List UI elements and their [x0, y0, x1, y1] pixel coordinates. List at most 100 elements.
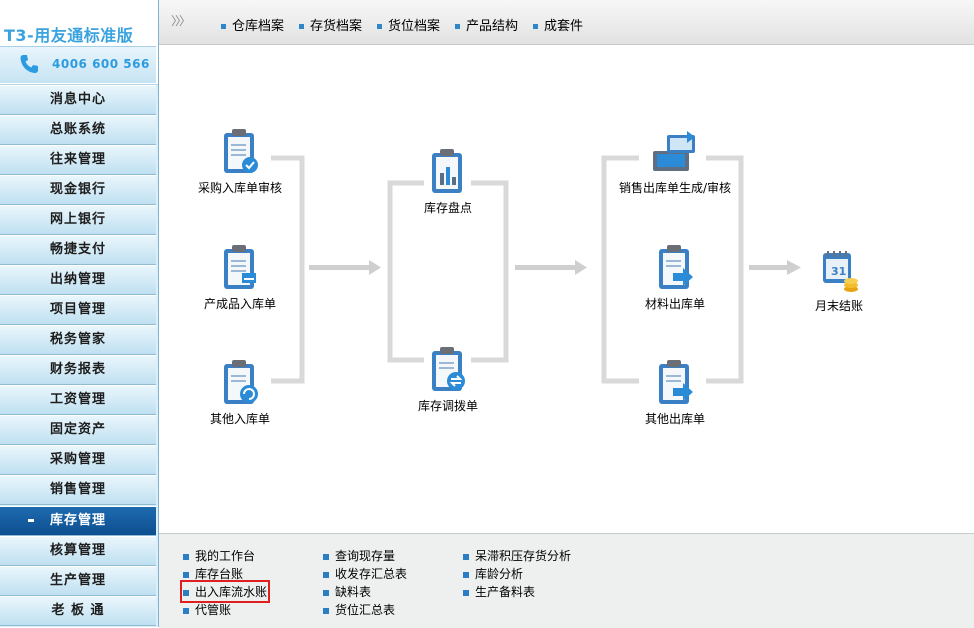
sidebar-item-label: 固定资产 [49, 422, 106, 437]
link-label: 库存台账 [195, 567, 244, 581]
toolbar-location-file[interactable]: 货位档案 [377, 15, 440, 34]
sidebar-item-purchase[interactable]: 采购管理 [0, 445, 156, 475]
sidebar-item-payment[interactable]: 畅捷支付 [0, 235, 156, 265]
active-marker-icon [28, 519, 34, 522]
clipboard-check-icon [224, 129, 258, 173]
link-query-onhand[interactable]: 查询现存量 [323, 547, 395, 564]
sidebar-item-inventory[interactable]: 库存管理 [0, 506, 156, 536]
clipboard-arrow-icon [659, 360, 693, 404]
toolbar-label: 货位档案 [388, 19, 441, 34]
flow-purchase-in[interactable]: 采购入库单审核 [175, 127, 305, 196]
flow-stocktake[interactable]: 库存盘点 [383, 147, 513, 216]
toolbar-kit[interactable]: 成套件 [533, 15, 583, 34]
sidebar-item-label: 畅捷支付 [49, 242, 106, 257]
sidebar-item-label: 财务报表 [49, 362, 106, 377]
bullet-icon [323, 553, 329, 560]
bullet-icon [183, 607, 189, 614]
sidebar-item-label: 税务管家 [49, 332, 106, 347]
sidebar-item-sales[interactable]: 销售管理 [0, 475, 156, 505]
flow-other-out[interactable]: 其他出库单 [610, 358, 740, 427]
link-label: 库龄分析 [475, 567, 524, 581]
sidebar-item-tax[interactable]: 税务管家 [0, 325, 156, 355]
clipboard-refresh-icon [224, 360, 258, 404]
flow-label: 采购入库单审核 [197, 181, 282, 195]
flow-product-in[interactable]: 产成品入库单 [175, 243, 305, 312]
sidebar-item-label: 现金银行 [49, 182, 106, 197]
bullet-icon [533, 24, 538, 29]
clipboard-product-icon [224, 245, 256, 289]
sidebar-item-label: 工资管理 [49, 392, 106, 407]
flow-sales-out[interactable]: 销售出库单生成/审核 [610, 127, 740, 196]
sidebar-item-ledger[interactable]: 总账系统 [0, 115, 156, 145]
flow-month-end[interactable]: 31 月末结账 [774, 245, 904, 314]
link-label: 呆滞积压存货分析 [475, 549, 572, 563]
link-inout-journal[interactable]: 出入库流水账 [179, 580, 271, 603]
sidebar-item-projects[interactable]: 项目管理 [0, 295, 156, 325]
link-consignment-ledger[interactable]: 代管账 [183, 601, 231, 618]
link-label: 查询现存量 [335, 549, 396, 563]
bullet-icon [323, 589, 329, 596]
link-material-prep[interactable]: 生产备料表 [463, 583, 535, 600]
sidebar-item-cash-bank[interactable]: 现金银行 [0, 175, 156, 205]
toolbar-label: 仓库档案 [232, 19, 285, 34]
sidebar-item-assets[interactable]: 固定资产 [0, 415, 156, 445]
flow-label: 产成品入库单 [203, 297, 276, 311]
flow-other-in[interactable]: 其他入库单 [175, 358, 305, 427]
toolbar-stock-file[interactable]: 存货档案 [299, 15, 362, 34]
brand-panel: T3-用友通标准版 4006 600 566 [0, 0, 158, 85]
link-label: 代管账 [195, 603, 232, 617]
flow-label: 其他入库单 [209, 412, 270, 426]
clipboard-transfer-icon [432, 347, 465, 391]
bullet-icon [183, 571, 189, 578]
sidebar-item-reports[interactable]: 财务报表 [0, 355, 156, 385]
sidebar-item-label: 网上银行 [49, 212, 106, 227]
sidebar-item-label: 核算管理 [49, 543, 106, 558]
sidebar-item-online-bank[interactable]: 网上银行 [0, 205, 156, 235]
sidebar: T3-用友通标准版 4006 600 566 消息中心 总账系统 往来管理 现金… [0, 0, 159, 627]
flow-label: 销售出库单生成/审核 [618, 181, 732, 195]
bullet-icon [463, 589, 469, 596]
link-slow-moving[interactable]: 呆滞积压存货分析 [463, 547, 571, 564]
link-label: 缺料表 [335, 585, 372, 599]
flow-label: 月末结账 [814, 299, 863, 313]
flow-transfer[interactable]: 库存调拨单 [383, 345, 513, 414]
sidebar-item-label: 老 板 通 [51, 603, 105, 618]
link-label: 货位汇总表 [335, 603, 396, 617]
quick-links-panel: 我的工作台 库存台账 出入库流水账 代管账 查询现存量 收发存汇总表 缺料表 货… [159, 533, 974, 628]
sidebar-item-cashier[interactable]: 出纳管理 [0, 265, 156, 295]
link-stock-ledger[interactable]: 库存台账 [183, 565, 243, 582]
link-inout-summary[interactable]: 收发存汇总表 [323, 565, 407, 582]
link-label: 收发存汇总表 [335, 567, 408, 581]
link-location-summary[interactable]: 货位汇总表 [323, 601, 395, 618]
collapse-chevron-icon[interactable]: 〉〉〉 [171, 14, 191, 28]
svg-text:31: 31 [831, 265, 846, 278]
sidebar-item-receivables[interactable]: 往来管理 [0, 145, 156, 175]
computer-stack-icon [653, 131, 695, 171]
link-shortage[interactable]: 缺料表 [323, 583, 371, 600]
link-aging[interactable]: 库龄分析 [463, 565, 523, 582]
toolbar-label: 产品结构 [466, 19, 519, 34]
sidebar-item-label: 生产管理 [49, 573, 106, 588]
flow-material-out[interactable]: 材料出库单 [610, 243, 740, 312]
hotline-number: 4006 600 566 [52, 57, 150, 71]
sidebar-item-costing[interactable]: 核算管理 [0, 536, 156, 566]
sidebar-item-label: 销售管理 [49, 482, 106, 497]
phone-icon [20, 55, 38, 73]
bullet-icon [299, 24, 304, 29]
brand-title: T3-用友通标准版 [4, 26, 134, 45]
sidebar-item-messages[interactable]: 消息中心 [0, 85, 156, 115]
sidebar-item-payroll[interactable]: 工资管理 [0, 385, 156, 415]
clipboard-arrow-icon [659, 245, 693, 289]
toolbar-label: 存货档案 [310, 19, 363, 34]
link-label: 生产备料表 [475, 585, 536, 599]
hotline-bar: 4006 600 566 [0, 46, 156, 83]
toolbar-warehouse-file[interactable]: 仓库档案 [221, 15, 284, 34]
sidebar-item-boss[interactable]: 老 板 通 [0, 596, 156, 626]
link-my-workbench[interactable]: 我的工作台 [183, 547, 255, 564]
bullet-icon [183, 589, 189, 596]
toolbar-product-structure[interactable]: 产品结构 [455, 15, 518, 34]
flow-label: 材料出库单 [644, 297, 705, 311]
sidebar-item-production[interactable]: 生产管理 [0, 566, 156, 596]
bullet-icon [221, 24, 226, 29]
bullet-icon [455, 24, 460, 29]
